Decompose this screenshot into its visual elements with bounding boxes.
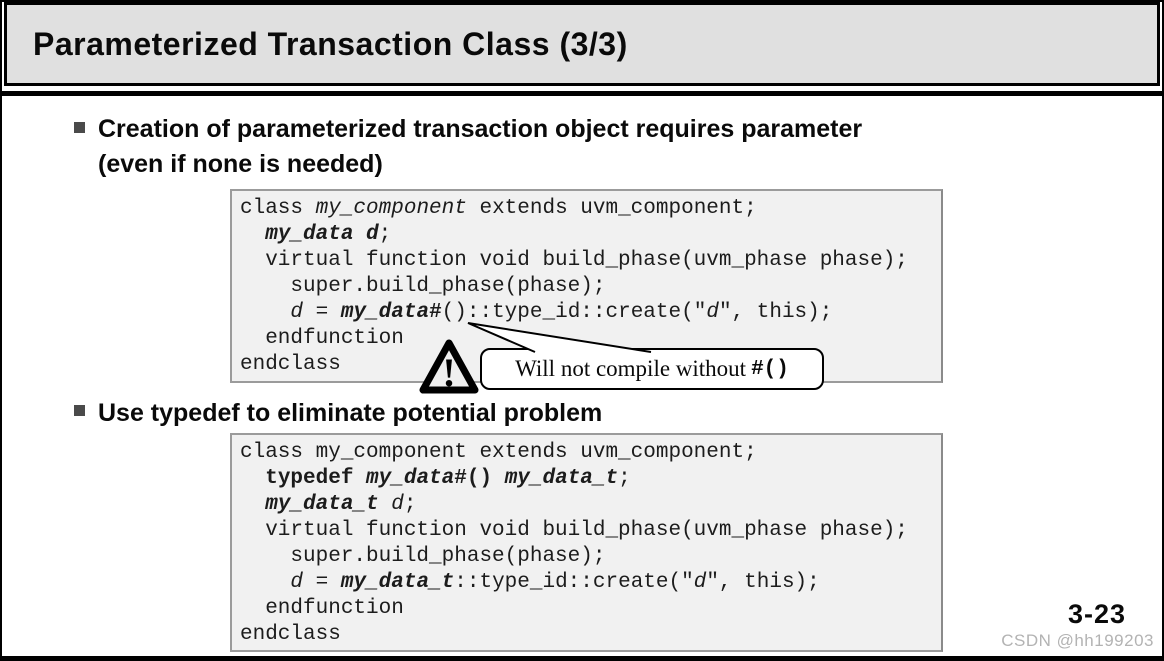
title-divider [2,91,1162,96]
callout-text: Will not compile without [515,356,747,381]
code-line: d = my_data#()::type_id::create("d", thi… [290,301,833,324]
watermark: CSDN @hh199203 [1001,631,1154,650]
code-line: d = my_data_t::type_id::create("d", this… [290,571,820,594]
code-line: super.build_phase(phase); [240,545,606,568]
code-line: typedef my_data#() my_data_t; [265,467,631,490]
bullet-item-2: Use typedef to eliminate potential probl… [98,396,602,431]
code-line: my_data_t d; [265,493,417,516]
code-line: super.build_phase(phase); [240,275,606,298]
page-number: 3-23 [1067,599,1126,629]
code-block-typedef: class my_component extends uvm_component… [230,433,943,652]
bullet-item-1: Creation of parameterized transaction ob… [98,112,862,182]
title-bar: Parameterized Transaction Class (3/3) [4,2,1160,86]
bullet-icon [74,405,85,416]
code-line: endfunction [240,597,404,620]
bullet-line: Use typedef to eliminate potential probl… [98,399,603,427]
callout-code: #() [751,357,789,381]
code-line: class my_component extends uvm_component… [240,441,757,464]
page-title: Parameterized Transaction Class (3/3) [33,25,628,62]
code-line: class my_component extends uvm_component… [240,197,757,220]
code-line: endclass [240,623,341,646]
code-line: endfunction [240,327,404,350]
bullet-line: (even if none is needed) [98,150,383,178]
bullet-line: Creation of parameterized transaction ob… [98,115,863,143]
code-line: virtual function void build_phase(uvm_ph… [240,519,908,542]
code-line: my_data d; [265,223,392,246]
code-line: virtual function void build_phase(uvm_ph… [240,249,908,272]
code-line: endclass [240,353,341,376]
code-block-parameterized: class my_component extends uvm_component… [230,189,943,383]
bullet-icon [74,122,85,133]
warning-callout: Will not compile without#() [480,348,824,390]
